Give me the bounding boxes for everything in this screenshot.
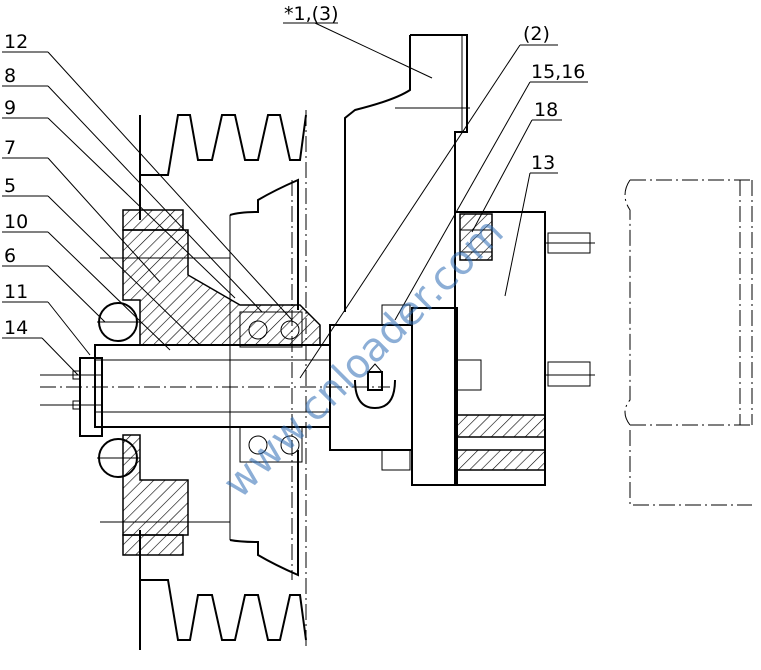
leader-lines xyxy=(2,22,588,379)
callout-6: 6 xyxy=(4,245,16,267)
callout-13: 13 xyxy=(531,152,555,174)
callout-12: 12 xyxy=(4,31,28,53)
callout-11: 11 xyxy=(4,281,28,303)
bearings xyxy=(97,302,303,478)
v-belt-pulley xyxy=(139,110,307,650)
callout-1-3: *1,(3) xyxy=(284,3,339,25)
pump-housing xyxy=(411,211,595,486)
callout-18: 18 xyxy=(534,99,558,121)
pulley-hub xyxy=(100,209,321,556)
engine-block-outline xyxy=(624,179,753,506)
callout-10: 10 xyxy=(4,211,28,233)
end-cap xyxy=(40,357,103,437)
callout-5: 5 xyxy=(4,175,16,197)
pump-shaft xyxy=(40,344,390,428)
callout-15-16: 15,16 xyxy=(531,61,585,83)
callout-labels: *1,(3) (2) 15,16 18 13 12 8 9 7 5 10 6 1… xyxy=(4,3,585,339)
callout-14: 14 xyxy=(4,317,28,339)
callout-8: 8 xyxy=(4,65,16,87)
callout-2: (2) xyxy=(523,23,550,45)
callout-7: 7 xyxy=(4,137,16,159)
callout-9: 9 xyxy=(4,97,16,119)
mounting-bracket xyxy=(344,34,470,312)
